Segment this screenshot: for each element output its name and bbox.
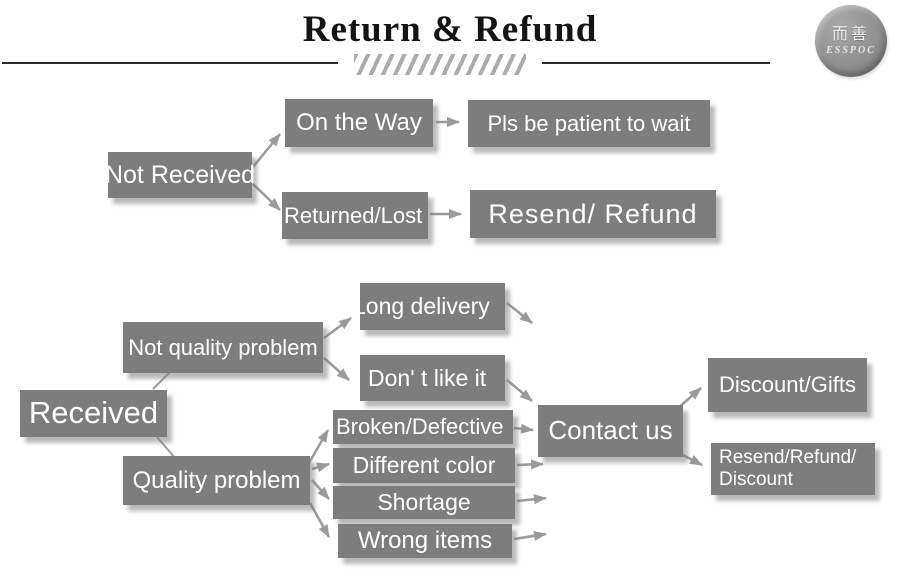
node-discount-gifts-label: Discount/Gifts [719,372,856,398]
node-quality-problem: Quality problem [123,456,310,505]
node-received-label: Received [28,395,159,431]
node-shortage-label: Shortage [377,489,471,516]
node-quality-problem-label: Quality problem [132,466,301,494]
node-not-received-label: Not Received [104,160,256,189]
node-discount-gifts: Discount/Gifts [708,358,867,412]
node-dont-like-it-label: Don' t like it [368,364,487,391]
node-not-received: Not Received [104,152,256,198]
node-pls-be-patient-label: Pls be patient to wait [487,110,691,136]
node-long-delivery: Long delivery [353,283,505,330]
node-resend-refund-label: Resend/ Refund [488,198,698,229]
node-wrong-items-label: Wrong items [357,527,493,555]
logo-brand-text: ESSPOC [826,45,876,57]
node-returned-lost-label: Returned/Lost [284,202,423,228]
node-different-color-label: Different color [352,452,496,479]
node-different-color: Different color [333,448,515,483]
title-rule-right [542,62,770,64]
node-long-delivery-label: Long delivery [353,293,490,320]
page-title: Return & Refund [302,9,598,50]
node-broken-defective-label: Broken/Defective [336,414,504,440]
node-broken-defective: Broken/Defective [333,410,513,444]
node-resend-refund-discount-label: Resend/Refund/ Discount [719,447,857,490]
title-rule-left [2,62,338,64]
node-shortage: Shortage [333,486,515,519]
node-wrong-items: Wrong items [338,524,512,558]
node-returned-lost: Returned/Lost [282,192,428,239]
node-pls-be-patient: Pls be patient to wait [468,100,710,147]
node-contact-us: Contact us [538,405,683,457]
logo-chinese-text: 而善 [831,25,870,43]
node-dont-like-it: Don' t like it [360,355,505,401]
node-resend-refund: Resend/ Refund [470,190,716,238]
node-on-the-way-label: On the Way [296,109,422,137]
node-received: Received [20,390,167,437]
title-hatch-decoration [354,54,526,75]
node-resend-refund-discount: Resend/Refund/ Discount [711,443,875,495]
esspoc-logo-icon: 而善 ESSPOC [815,5,887,77]
node-not-quality-problem-label: Not quality problem [128,334,318,360]
node-contact-us-label: Contact us [548,415,673,446]
node-on-the-way: On the Way [285,99,433,147]
node-not-quality-problem: Not quality problem [123,322,323,373]
